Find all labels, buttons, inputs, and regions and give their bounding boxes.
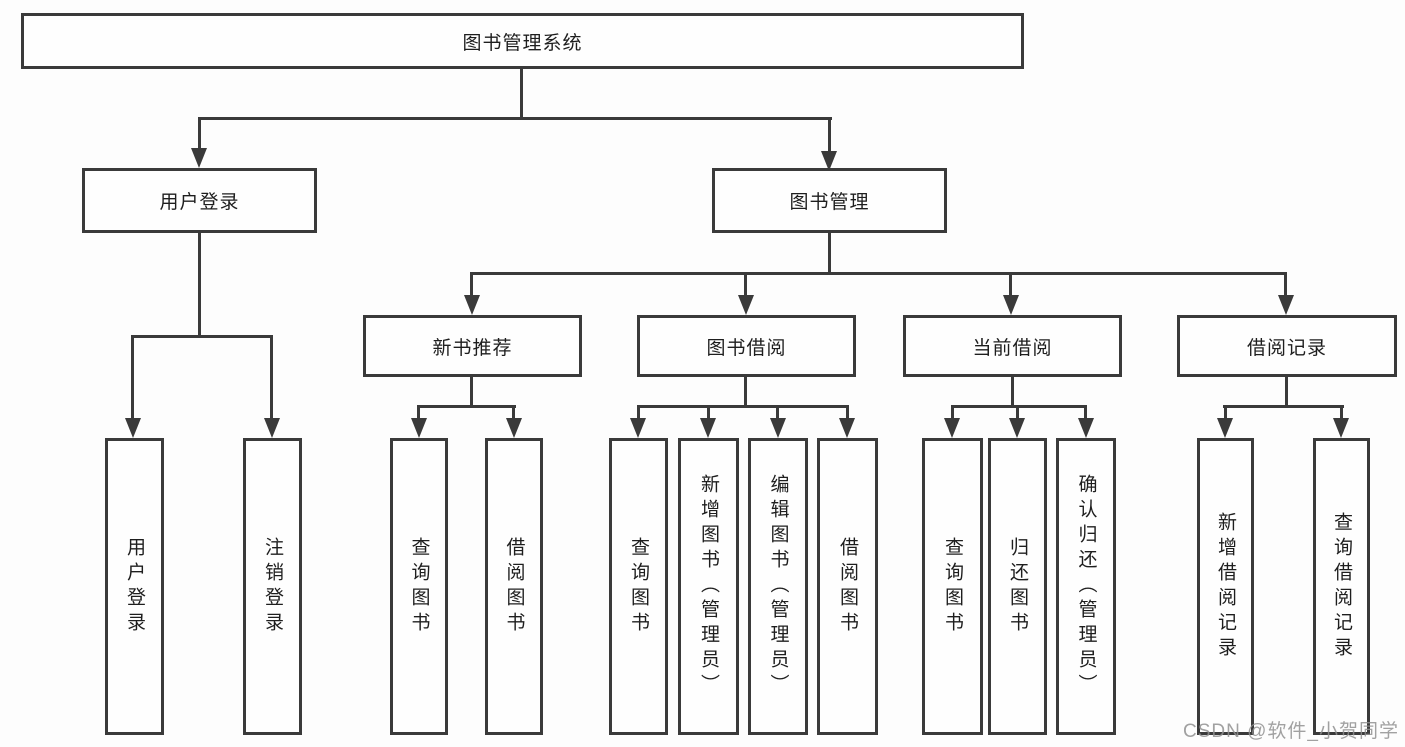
node-bb-add-books-admin: 新增图书（管理员） [678, 438, 739, 735]
arrow-down-icon [630, 418, 646, 438]
node-current-borrowing: 当前借阅 [903, 315, 1122, 377]
node-book-borrowing: 图书借阅 [637, 315, 856, 377]
node-label: 当前借阅 [972, 337, 1053, 359]
connector-line [637, 405, 848, 408]
connector-line [828, 117, 831, 151]
connector-line [470, 377, 473, 408]
node-bb-borrow-books: 借阅图书 [817, 438, 878, 735]
connector-line [707, 405, 710, 420]
node-label: 归还图书 [1007, 536, 1028, 637]
node-br-query-borrow-record: 查询借阅记录 [1313, 438, 1370, 735]
arrow-down-icon [770, 418, 786, 438]
arrow-down-icon [191, 148, 207, 168]
node-label: 查询图书 [942, 536, 963, 637]
node-label: 查询图书 [628, 536, 649, 637]
connector-line [512, 405, 515, 420]
connector-line [828, 233, 831, 275]
connector-line [846, 405, 849, 420]
arrow-down-icon [821, 151, 837, 171]
node-label: 借阅图书 [837, 536, 858, 637]
arrow-down-icon [738, 295, 754, 315]
connector-line [1016, 405, 1019, 420]
connector-line [131, 335, 134, 420]
node-label: 借阅记录 [1246, 337, 1327, 359]
node-cb-confirm-return-admin: 确认归还（管理员） [1056, 438, 1116, 735]
node-cb-return-books: 归还图书 [988, 438, 1047, 735]
connector-line [131, 335, 273, 338]
arrow-down-icon [506, 418, 522, 438]
connector-line [1224, 405, 1227, 420]
node-label: 新增图书（管理员） [698, 474, 719, 699]
node-book-management-branch: 图书管理 [712, 168, 947, 233]
node-label: 用户登录 [159, 192, 240, 213]
connector-line [1340, 405, 1343, 420]
connector-line [1285, 377, 1288, 408]
node-logout-leaf: 注销登录 [243, 438, 302, 735]
connector-line [951, 405, 954, 420]
arrow-down-icon [1078, 418, 1094, 438]
node-label: 查询图书 [408, 536, 430, 637]
connector-line [470, 272, 1287, 275]
connector-line [1223, 405, 1344, 408]
connector-line [270, 335, 273, 420]
node-user-login-leaf: 用户登录 [105, 438, 164, 735]
node-label: 图书管理 [789, 192, 870, 213]
arrow-down-icon [264, 418, 280, 438]
node-label: 查询借阅记录 [1331, 511, 1352, 662]
connector-line [951, 405, 1087, 408]
node-new-book-recommend: 新书推荐 [363, 315, 582, 377]
node-label: 用户登录 [124, 536, 145, 637]
connector-line [417, 405, 420, 420]
connector-line [1009, 272, 1012, 297]
node-label: 借阅图书 [503, 536, 525, 637]
connector-line [520, 69, 523, 119]
connector-line [198, 117, 201, 150]
node-label: 确认归还（管理员） [1075, 474, 1097, 699]
arrow-down-icon [1333, 418, 1349, 438]
node-label: 注销登录 [262, 536, 283, 637]
node-label: 编辑图书（管理员） [767, 474, 789, 699]
arrow-down-icon [1009, 418, 1025, 438]
arrow-down-icon [1217, 418, 1233, 438]
node-bb-edit-books-admin: 编辑图书（管理员） [748, 438, 808, 735]
node-bb-query-books: 查询图书 [609, 438, 668, 735]
node-label: 图书借阅 [706, 337, 787, 359]
arrow-down-icon [1003, 295, 1019, 315]
connector-line [1284, 272, 1287, 297]
connector-line [417, 405, 516, 408]
node-cb-query-books: 查询图书 [922, 438, 983, 735]
arrow-down-icon [839, 418, 855, 438]
node-label: 图书管理系统 [462, 32, 583, 54]
connector-line [744, 377, 747, 408]
node-user-login-branch: 用户登录 [82, 168, 317, 233]
connector-line [744, 272, 747, 297]
arrow-down-icon [700, 418, 716, 438]
node-rec-query-books: 查询图书 [390, 438, 448, 735]
connector-line [470, 272, 473, 297]
connector-line [1011, 377, 1014, 408]
arrow-down-icon [464, 295, 480, 315]
arrow-down-icon [944, 418, 960, 438]
connector-line [1084, 405, 1087, 420]
arrow-down-icon [411, 418, 427, 438]
connector-line [637, 405, 640, 420]
connector-line [198, 117, 832, 120]
node-library-management-system: 图书管理系统 [21, 13, 1024, 69]
node-label: 新书推荐 [432, 337, 513, 359]
node-rec-borrow-books: 借阅图书 [485, 438, 543, 735]
arrow-down-icon [1278, 295, 1294, 315]
connector-line [776, 405, 779, 420]
csdn-watermark: CSDN @软件_小贺同学 [1183, 721, 1399, 742]
arrow-down-icon [125, 418, 141, 438]
node-label: 新增借阅记录 [1215, 511, 1236, 662]
node-br-add-borrow-record: 新增借阅记录 [1197, 438, 1254, 735]
connector-line [198, 233, 201, 338]
node-borrowing-records: 借阅记录 [1177, 315, 1397, 377]
